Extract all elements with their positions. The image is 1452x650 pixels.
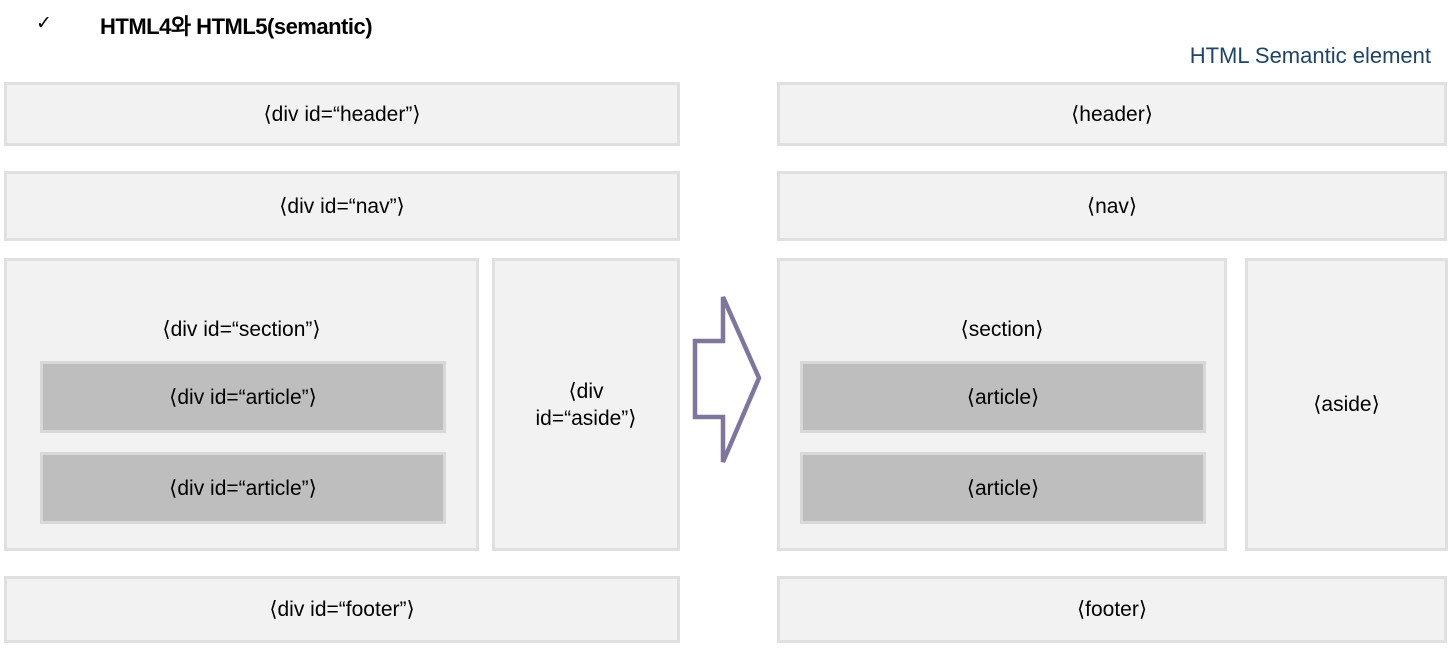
html4-aside-box: ⟨div id=“aside”⟩ [492,258,680,551]
html4-article-box-1: ⟨div id=“article”⟩ [40,361,446,433]
checkmark-icon: ✓ [36,13,52,34]
html5-section-label: ⟨section⟩ [960,318,1044,341]
html5-article-label-1: ⟨article⟩ [966,385,1040,409]
html5-header-label: ⟨header⟩ [1071,102,1153,126]
html4-footer-label: ⟨div id=“footer”⟩ [269,598,415,621]
html4-section-box: ⟨div id=“section”⟩ ⟨div id=“article”⟩ ⟨d… [4,258,479,551]
html5-aside-label: ⟨aside⟩ [1313,393,1380,416]
html4-aside-label-line1: ⟨div [568,379,604,403]
html4-header-label: ⟨div id=“header”⟩ [263,102,421,126]
html4-header-box: ⟨div id=“header”⟩ [4,82,680,146]
html4-nav-box: ⟨div id=“nav”⟩ [4,171,680,241]
html5-footer-box: ⟨footer⟩ [777,576,1447,643]
html5-section-box: ⟨section⟩ ⟨article⟩ ⟨article⟩ [777,258,1227,551]
html5-aside-box: ⟨aside⟩ [1245,258,1448,551]
block-arrow-right-icon [692,296,762,463]
html5-header-box: ⟨header⟩ [777,82,1447,146]
html5-nav-label: ⟨nav⟩ [1086,194,1138,218]
html5-article-box-1: ⟨article⟩ [800,361,1206,433]
html5-article-label-2: ⟨article⟩ [966,476,1040,500]
html4-nav-label: ⟨div id=“nav”⟩ [279,194,405,218]
html4-article-box-2: ⟨div id=“article”⟩ [40,452,446,524]
html4-article-label-1: ⟨div id=“article”⟩ [169,385,317,409]
html4-footer-box: ⟨div id=“footer”⟩ [4,576,680,643]
html5-nav-box: ⟨nav⟩ [777,171,1447,241]
html4-section-label: ⟨div id=“section”⟩ [162,318,321,341]
html4-aside-label-line2: id=“aside”⟩ [535,406,637,430]
html4-aside-label: ⟨div id=“aside”⟩ [495,261,677,548]
page-title: HTML4와 HTML5(semantic) [100,14,373,39]
html4-article-label-2: ⟨div id=“article”⟩ [169,476,317,500]
html5-article-box-2: ⟨article⟩ [800,452,1206,524]
semantic-element-heading: HTML Semantic element [1189,43,1431,68]
html5-footer-label: ⟨footer⟩ [1076,598,1148,621]
